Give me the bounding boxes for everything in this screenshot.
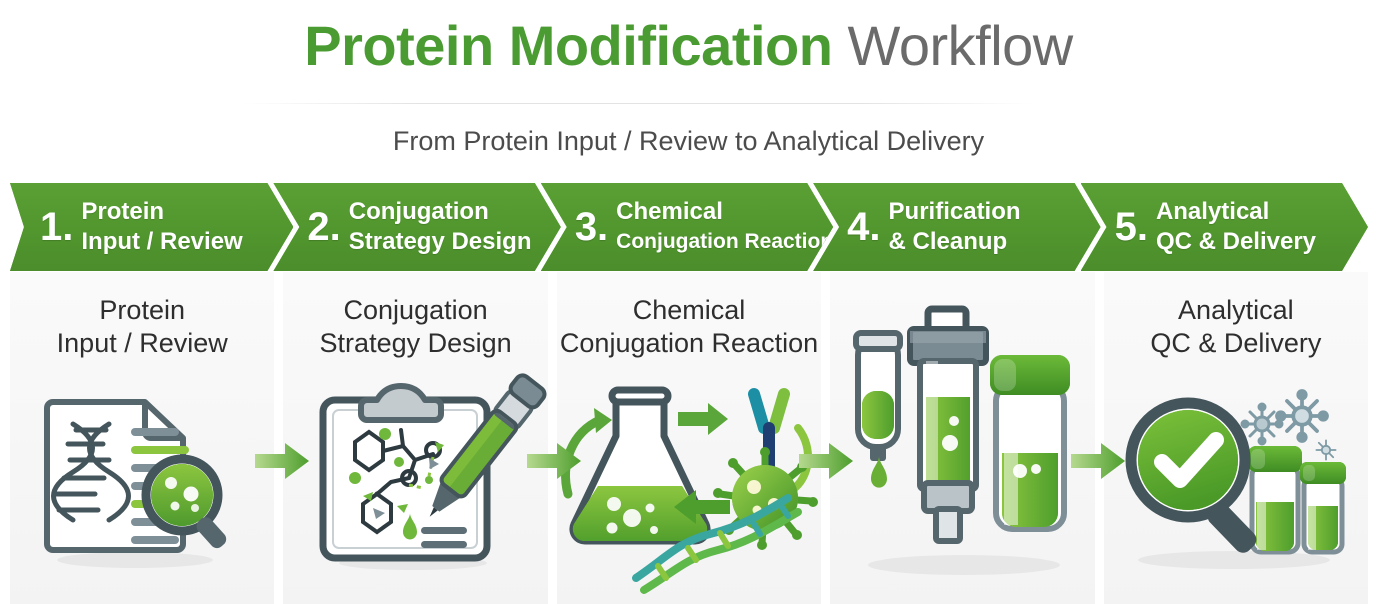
- step-chevron-2[interactable]: 2. Conjugation Strategy Design: [273, 183, 560, 271]
- step-number-2: 2.: [307, 205, 341, 249]
- step-label-2-line1: Conjugation: [348, 198, 489, 225]
- title-divider: [243, 103, 1033, 104]
- column-vial-tube-icon: [852, 305, 1070, 575]
- step-chevron-1[interactable]: 1. Protein Input / Review: [10, 183, 293, 271]
- step-number-3: 3.: [574, 205, 609, 249]
- step-card-4[interactable]: [830, 272, 1095, 604]
- step-card-1[interactable]: Protein Input / Review: [10, 272, 275, 604]
- dna-document-magnifier-icon: [43, 399, 226, 568]
- step-card-2[interactable]: Conjugation Strategy Design: [283, 272, 548, 604]
- header: Protein Modification Workflow From Prote…: [0, 0, 1377, 172]
- step-card-2-icon-area: [283, 360, 547, 604]
- step-card-1-title-line1: Protein: [99, 295, 185, 325]
- step-card-2-title-line1: Conjugation: [343, 295, 488, 325]
- step-label-4-line1: Purification: [888, 198, 1021, 225]
- clipboard-molecule-pen-icon: [319, 373, 547, 570]
- step-chevron-4[interactable]: 4. Purification & Cleanup: [813, 183, 1100, 271]
- step-card-5-title-line2: QC & Delivery: [1150, 328, 1322, 358]
- page-title-primary: Protein Modification: [304, 14, 833, 77]
- step-card-1-title-line2: Input / Review: [56, 328, 228, 358]
- step-label-3-line1: Chemical: [616, 198, 723, 225]
- step-number-4: 4.: [847, 205, 881, 249]
- flask-antibody-virus-dna-icon: [561, 386, 819, 594]
- step-card-3[interactable]: Chemical Conjugation Reaction: [556, 272, 822, 604]
- step-chevron-3[interactable]: 3. Chemical Conjugation Reaction: [541, 183, 833, 271]
- step-card-3-title-line2: Conjugation Reaction: [559, 328, 819, 358]
- magnifier-check-vials-icon: [1125, 389, 1346, 569]
- step-card-3-icon-area: [557, 360, 821, 604]
- step-card-2-title-line2: Strategy Design: [319, 328, 512, 358]
- step-card-2-title: Conjugation Strategy Design: [320, 294, 512, 360]
- page-title-secondary: Workflow: [847, 14, 1074, 77]
- step-chevron-band: 1. Protein Input / Review 2. Conjugation…: [10, 183, 1368, 271]
- step-label-5-line2: QC & Delivery: [1155, 228, 1317, 255]
- step-cards: Protein Input / Review: [10, 272, 1369, 604]
- step-chevron-5[interactable]: 5. Analytical QC & Delivery: [1081, 183, 1368, 271]
- step-label-1-line2: Input / Review: [81, 228, 243, 255]
- step-card-4-icon-area: [830, 272, 1094, 604]
- step-card-3-title: Chemical Conjugation Reaction: [560, 294, 818, 360]
- step-label-4-line2: & Cleanup: [888, 228, 1008, 255]
- page-subtitle: From Protein Input / Review to Analytica…: [392, 126, 985, 156]
- step-card-1-icon-area: [10, 360, 274, 604]
- step-label-3-line2: Conjugation Reaction: [616, 230, 834, 253]
- step-card-5-title-line1: Analytical: [1178, 295, 1294, 325]
- step-number-5: 5.: [1114, 205, 1148, 249]
- step-number-1: 1.: [40, 205, 74, 249]
- step-card-5-icon-area: [1104, 360, 1368, 604]
- page-title: Protein Modification Workflow: [0, 8, 1377, 84]
- step-label-5-line1: Analytical: [1155, 198, 1270, 225]
- step-card-5[interactable]: Analytical QC & Delivery: [1103, 272, 1369, 604]
- step-label-2-line2: Strategy Design: [348, 228, 532, 255]
- step-label-1-line1: Protein: [81, 198, 165, 225]
- step-card-1-title: Protein Input / Review: [57, 294, 228, 360]
- step-card-3-title-line1: Chemical: [632, 295, 746, 325]
- step-card-5-title: Analytical QC & Delivery: [1150, 294, 1321, 360]
